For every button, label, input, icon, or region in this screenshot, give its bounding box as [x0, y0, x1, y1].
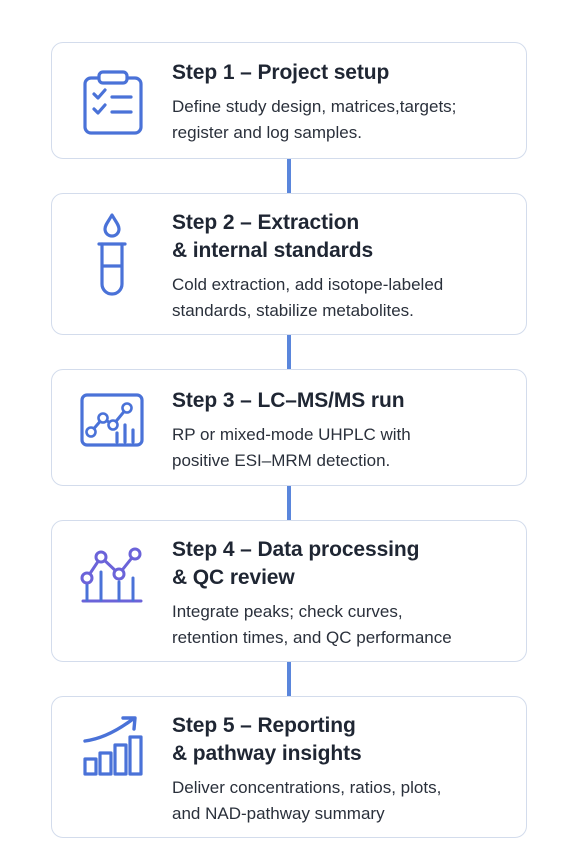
step-title: Step 4 – Data processing & QC review [172, 536, 512, 592]
clipboard-checklist-icon [79, 69, 145, 135]
step-title-line: Step 1 – Project setup [172, 61, 390, 84]
step-description-line: register and log samples. [172, 123, 362, 142]
test-tube-drop-icon [79, 212, 145, 298]
step-description-line: Integrate peaks; check curves, [172, 602, 403, 621]
step-text-5: Step 5 – Reporting & pathway insights De… [172, 712, 512, 827]
step-title: Step 3 – LC–MS/MS run [172, 387, 512, 415]
monitor-line-chart-icon [79, 392, 145, 458]
step-description: RP or mixed-mode UHPLC with positive ESI… [172, 422, 512, 474]
line-chart-peaks-icon [79, 545, 145, 611]
step-title-line: & QC review [172, 566, 295, 589]
step-description-line: Deliver concentrations, ratios, plots, [172, 778, 442, 797]
step-card-4: Step 4 – Data processing & QC review Int… [51, 520, 527, 662]
step-description: Integrate peaks; check curves, retention… [172, 599, 512, 651]
step-title-line: & pathway insights [172, 742, 362, 765]
bar-chart-trend-icon [79, 713, 145, 779]
step-title-line: Step 5 – Reporting [172, 714, 356, 737]
step-description: Define study design, matrices,targets; r… [172, 94, 512, 146]
step-title: Step 2 – Extraction & internal standards [172, 209, 512, 265]
step-description-line: Cold extraction, add isotope-labeled [172, 275, 444, 294]
step-title: Step 1 – Project setup [172, 59, 512, 87]
step-text-1: Step 1 – Project setup Define study desi… [172, 59, 512, 146]
connector-line-4 [287, 661, 291, 697]
step-title: Step 5 – Reporting & pathway insights [172, 712, 512, 768]
step-text-4: Step 4 – Data processing & QC review Int… [172, 536, 512, 651]
connector-line-1 [287, 158, 291, 194]
step-description-line: positive ESI–MRM detection. [172, 451, 391, 470]
step-text-3: Step 3 – LC–MS/MS run RP or mixed-mode U… [172, 387, 512, 474]
step-title-line: Step 3 – LC–MS/MS run [172, 389, 405, 412]
step-description-line: and NAD-pathway summary [172, 804, 385, 823]
step-description-line: retention times, and QC performance [172, 628, 452, 647]
step-title-line: & internal standards [172, 239, 374, 262]
step-description: Cold extraction, add isotope-labeled sta… [172, 272, 512, 324]
step-card-5: Step 5 – Reporting & pathway insights De… [51, 696, 527, 838]
step-description-line: Define study design, matrices,targets; [172, 97, 457, 116]
step-card-2: Step 2 – Extraction & internal standards… [51, 193, 527, 335]
step-description-line: RP or mixed-mode UHPLC with [172, 425, 411, 444]
step-text-2: Step 2 – Extraction & internal standards… [172, 209, 512, 324]
step-title-line: Step 4 – Data processing [172, 538, 420, 561]
connector-line-3 [287, 485, 291, 521]
step-title-line: Step 2 – Extraction [172, 211, 360, 234]
step-card-1: Step 1 – Project setup Define study desi… [51, 42, 527, 159]
step-description-line: standards, stabilize metabolites. [172, 301, 414, 320]
connector-line-2 [287, 334, 291, 370]
step-description: Deliver concentrations, ratios, plots, a… [172, 775, 512, 827]
step-card-3: Step 3 – LC–MS/MS run RP or mixed-mode U… [51, 369, 527, 486]
